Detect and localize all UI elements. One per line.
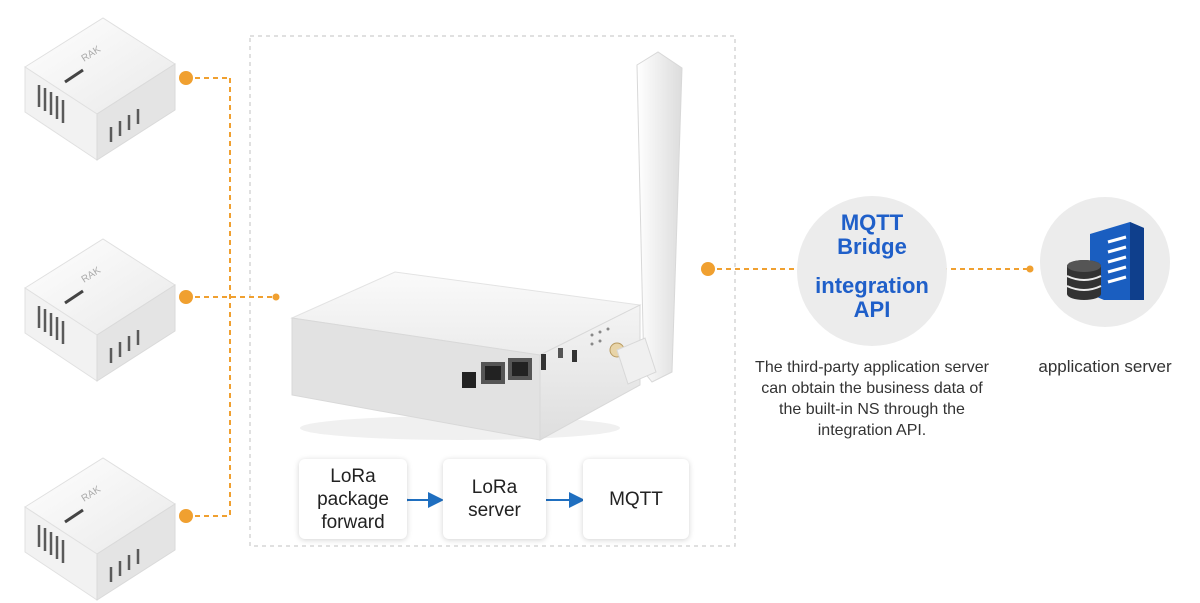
lora-package-forward-label: LoRa package forward: [317, 465, 389, 533]
integration-api-label: integration API: [815, 273, 929, 322]
sensor-device-1: [24, 17, 176, 161]
mqtt-bridge-circle: [797, 196, 947, 346]
mqtt-label: MQTT: [609, 488, 663, 510]
server-icon: [1066, 222, 1144, 300]
lora-server-label: LoRa server: [468, 477, 521, 521]
lora-server-box: LoRa server: [443, 459, 546, 539]
connector-dots: [179, 71, 1034, 523]
connector-lines: [186, 77, 1030, 517]
sensor-device-2: [24, 238, 176, 382]
application-server-label: application server: [1038, 357, 1172, 376]
mqtt-bridge-label: MQTT Bridge: [837, 210, 907, 259]
sensor-device-3: [24, 457, 176, 601]
lora-package-forward-box: LoRa package forward: [299, 459, 407, 539]
gateway-device: [290, 51, 683, 441]
integration-description: The third-party application server can o…: [755, 359, 989, 439]
mqtt-box: MQTT: [583, 459, 689, 539]
gateway-frame: [249, 35, 736, 547]
